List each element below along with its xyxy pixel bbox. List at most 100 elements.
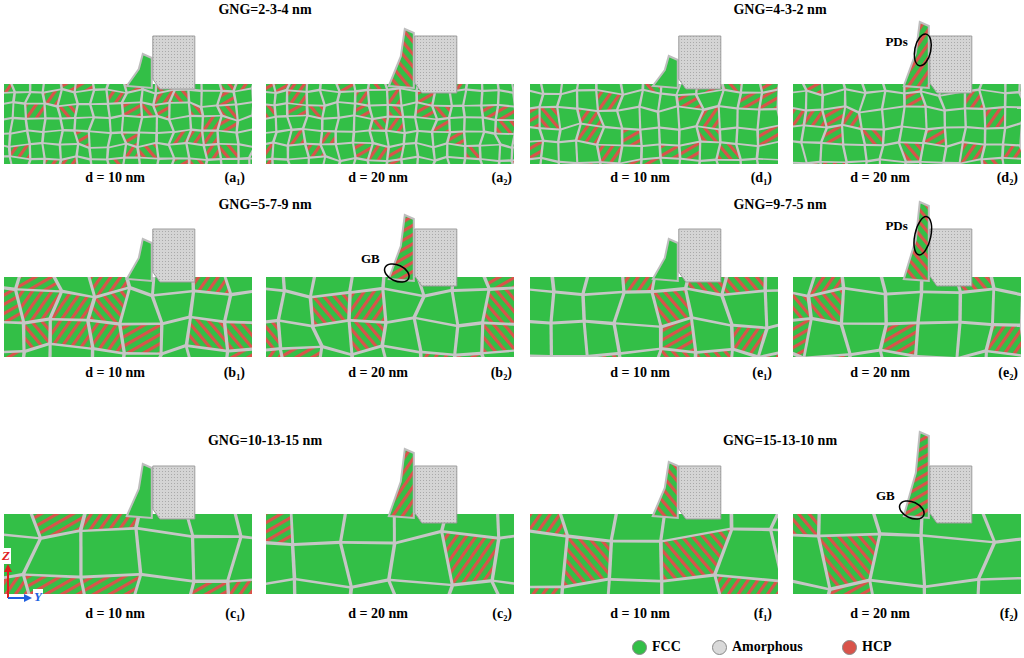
grain [767, 277, 778, 289]
grain [866, 161, 879, 164]
grain [863, 130, 883, 144]
tool [153, 466, 195, 519]
grain [416, 319, 456, 353]
grain [31, 84, 43, 91]
grain [423, 354, 454, 357]
grain [355, 117, 371, 131]
grain [843, 325, 884, 353]
grain [190, 91, 201, 106]
grain [465, 118, 482, 131]
grain [803, 143, 821, 162]
grain [451, 107, 464, 117]
chip [904, 22, 929, 88]
z-axis [7, 570, 9, 598]
grain [76, 105, 92, 117]
grain [93, 84, 108, 89]
grain [613, 514, 667, 540]
grain [371, 132, 388, 146]
grain [205, 145, 220, 158]
grain [4, 103, 13, 119]
grain [308, 84, 320, 91]
depth-label: d = 20 nm [348, 606, 408, 622]
grain [1004, 125, 1020, 145]
grain [530, 91, 542, 108]
workpiece [793, 277, 1021, 357]
grain [481, 146, 499, 160]
grain [289, 130, 304, 144]
grain [579, 110, 603, 127]
grain [29, 132, 43, 144]
grain [275, 131, 291, 145]
grain [202, 84, 220, 90]
grain [219, 117, 236, 132]
grain [384, 347, 419, 357]
grain [846, 91, 864, 111]
grain [884, 128, 900, 144]
grain [386, 160, 401, 164]
grain [52, 293, 93, 319]
grain [405, 132, 416, 143]
grain [925, 129, 945, 146]
grain [312, 277, 353, 296]
grain [481, 133, 499, 145]
legend-label: FCC [652, 639, 681, 655]
grain [4, 145, 9, 156]
grain [190, 104, 202, 116]
grain [158, 133, 172, 144]
depth-label: d = 10 nm [85, 170, 145, 186]
grain [353, 160, 369, 165]
grain [599, 112, 621, 128]
grain [62, 119, 74, 129]
chip [904, 202, 929, 281]
grain [559, 91, 577, 107]
grain [402, 144, 416, 158]
grain [352, 277, 384, 291]
grain [499, 162, 514, 164]
grain [562, 581, 608, 594]
grain [60, 158, 77, 164]
grain [27, 119, 44, 131]
grain [266, 133, 275, 144]
grain [266, 322, 279, 350]
grain [1004, 159, 1021, 164]
grain [530, 588, 561, 594]
grain [687, 290, 730, 324]
grain [961, 160, 982, 164]
grain [337, 117, 353, 131]
grain [466, 147, 479, 158]
grain [296, 581, 349, 595]
grain [807, 92, 821, 109]
grain [192, 293, 229, 321]
grain [456, 325, 481, 354]
grain [4, 93, 13, 103]
grain [678, 95, 702, 109]
grain [734, 327, 765, 355]
amorphous-ground [4, 84, 252, 164]
grain [718, 161, 741, 164]
grain [860, 92, 884, 112]
grain [291, 514, 346, 543]
grain [351, 322, 384, 353]
grain [883, 92, 903, 108]
grain [759, 126, 778, 145]
grain [881, 144, 905, 162]
grain [660, 129, 678, 145]
depth-label: d = 20 nm [850, 170, 910, 186]
grain [861, 111, 883, 129]
depth-label: d = 20 nm [850, 365, 910, 381]
grain [339, 92, 354, 102]
grain [483, 106, 497, 119]
grain [986, 108, 1005, 127]
grain [266, 92, 274, 104]
panel-label: (b₁) [224, 365, 245, 381]
grain [1006, 108, 1021, 127]
axis-label: Y [33, 589, 43, 605]
grain [52, 345, 91, 357]
grain [844, 145, 865, 161]
grain [11, 145, 29, 158]
grain [123, 159, 139, 164]
grain [323, 158, 339, 164]
grain [388, 90, 400, 105]
grain [465, 133, 482, 146]
grain [767, 291, 778, 326]
